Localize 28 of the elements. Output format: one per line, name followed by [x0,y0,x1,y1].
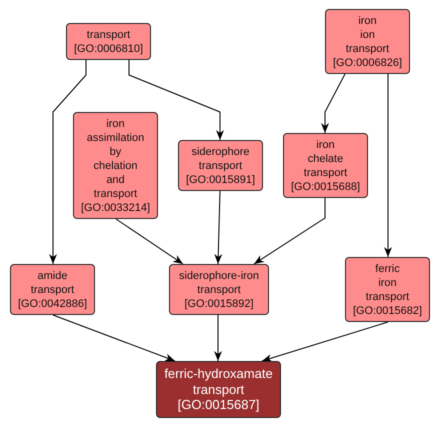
term-box [283,133,368,198]
term-label: iron assimilation by chelation and transport [GO:0033214] [80,116,150,214]
arrow [128,60,224,140]
arrow [384,74,392,258]
highlighted-term-box [156,361,281,418]
arrow [116,218,184,264]
arrow [52,314,176,362]
arrow [262,322,388,362]
arrow [321,74,346,134]
term-label: siderophore transport [GO:0015891] [186,144,256,186]
term-label: ferric-hydroxamate transport [GO:0015687] [164,366,273,413]
term-label: siderophore-iron transport [GO:0015892] [178,268,260,310]
arrow [214,190,222,264]
term-box [169,264,269,315]
term-box [325,9,410,74]
arrow [214,314,222,362]
term-label: ferric iron transport [GO:0015682] [352,262,422,318]
term-label: amide transport [GO:0042886] [18,268,88,310]
term-label: transport [GO:0006810] [74,28,144,56]
term-box [10,264,95,315]
term-box [345,257,430,322]
term-box [178,140,263,191]
term-label: iron ion transport [GO:0006826] [332,14,402,70]
term-label: iron chelate transport [GO:0015688] [290,138,360,194]
term-box [66,23,151,60]
term-box [73,112,158,219]
arrow [49,60,86,264]
arrow [254,198,326,264]
